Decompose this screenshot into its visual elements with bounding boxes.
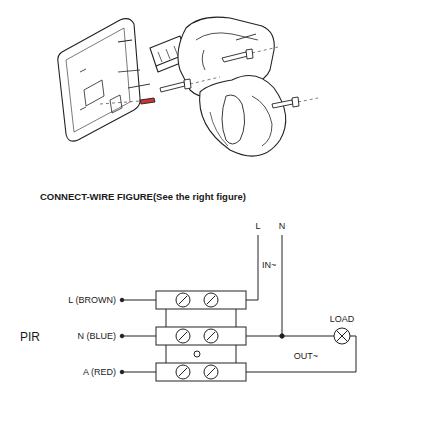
figure-title: CONNECT-WIRE FIGURE(See the right figure… <box>40 192 246 202</box>
screws <box>128 34 299 108</box>
signal-label: OUT~ <box>294 352 318 361</box>
load-label: LOAD <box>330 315 355 324</box>
wire-label: L (BROWN) <box>68 296 116 305</box>
wiring <box>120 235 356 381</box>
sensor-dome <box>200 76 286 157</box>
wire-label: A (RED) <box>83 368 116 377</box>
terminal-label: N <box>279 222 286 231</box>
terminal-block <box>156 291 246 381</box>
device-label: PIR <box>20 331 40 343</box>
lamp-symbol <box>334 328 350 344</box>
signal-label: IN~ <box>262 261 276 270</box>
neutral-wire <box>282 235 283 336</box>
load-wire <box>246 336 356 372</box>
mounting-plate <box>58 19 140 141</box>
line-wire <box>258 235 259 300</box>
terminal-label: L <box>255 222 260 231</box>
wire-label: N (BLUE) <box>77 332 116 341</box>
